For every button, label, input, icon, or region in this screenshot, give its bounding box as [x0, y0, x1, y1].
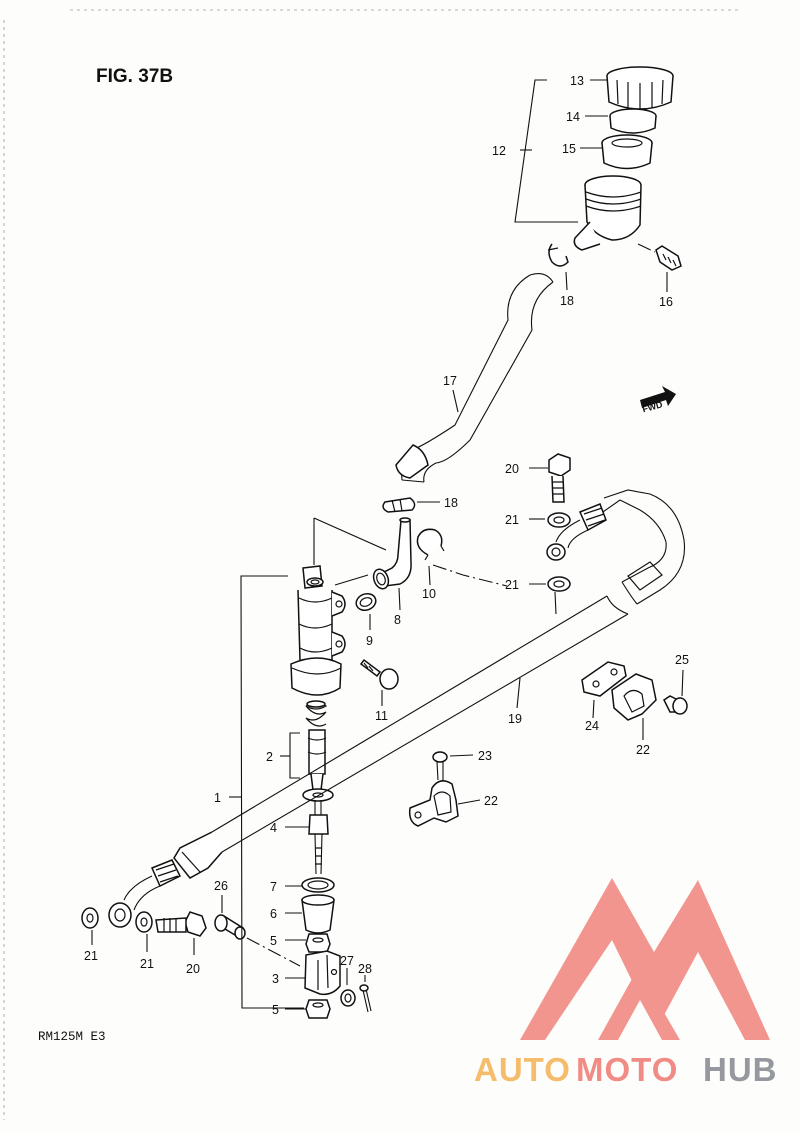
callout-4: 4: [270, 821, 277, 835]
watermark-hub: HUB: [703, 1051, 778, 1088]
callout-16: 16: [659, 295, 673, 309]
guide-bolt-25: [663, 695, 688, 715]
callout-6: 6: [270, 907, 277, 921]
callout-21: 21: [505, 513, 519, 527]
callout-28: 28: [358, 962, 372, 976]
callout-15: 15: [562, 142, 576, 156]
callout-1: 1: [214, 791, 221, 805]
callout-5: 5: [270, 934, 277, 948]
callout-3: 3: [272, 972, 279, 986]
brake-hose: [173, 489, 686, 879]
callout-9: 9: [366, 634, 373, 648]
lower-banjo-fitting: [108, 859, 182, 928]
callout-21: 21: [84, 949, 98, 963]
group-bracket-2: [289, 732, 300, 779]
circlip-10: [416, 528, 445, 561]
callout-17: 17: [443, 374, 457, 388]
callout-11: 11: [375, 709, 388, 723]
reservoir-diaphragm-plate: [609, 108, 657, 134]
callout-21: 21: [140, 957, 154, 971]
cotter-pin-28: [359, 984, 372, 1013]
callout-20: 20: [186, 962, 200, 976]
callout-27: 27: [340, 954, 354, 968]
callout-12: 12: [492, 144, 506, 158]
union-bolt-upper: [548, 453, 571, 503]
snap-ring-7: [301, 877, 335, 893]
callout-22: 22: [636, 743, 650, 757]
push-rod: [308, 800, 329, 875]
callout-10: 10: [422, 587, 436, 601]
callout-26: 26: [214, 879, 228, 893]
locknut-lower: [305, 999, 331, 1019]
return-spring: [305, 700, 328, 727]
group-bracket-1: [240, 575, 304, 1009]
model-code: RM125M E3: [38, 1030, 106, 1044]
callout-2: 2: [266, 750, 273, 764]
callout-21: 21: [505, 578, 519, 592]
callout-18: 18: [560, 294, 574, 308]
inlet-fitting: [372, 517, 412, 590]
union-bolt-lower: [155, 911, 207, 937]
boot-6: [301, 894, 335, 934]
pushrod-washer: [302, 788, 334, 802]
hose-guide-lower: [408, 780, 459, 827]
piston: [307, 729, 327, 791]
watermark-logo: AUTO MOTO HUB: [474, 878, 778, 1088]
reservoir-tank: [573, 175, 642, 251]
callout-25: 25: [675, 653, 689, 667]
guide-plate-24: [581, 661, 627, 697]
reservoir-diaphragm: [601, 134, 653, 170]
group-bracket-12: [514, 79, 578, 223]
callout-14: 14: [566, 110, 580, 124]
hose-clamp: [547, 243, 569, 267]
fwd-arrow-icon: FWD: [640, 386, 676, 414]
washer-21-b: [547, 576, 571, 592]
washer-21-c: [81, 907, 99, 929]
watermark-moto: MOTO: [576, 1051, 678, 1088]
master-cylinder-body: [290, 565, 346, 696]
watermark-auto: AUTO: [474, 1051, 571, 1088]
guide-screw-23: [432, 751, 448, 781]
reservoir-bolt: [655, 245, 682, 271]
callout-24: 24: [585, 719, 599, 733]
washer-21-a: [547, 512, 571, 528]
hose-clamp-lower: [382, 497, 416, 513]
callout-8: 8: [394, 613, 401, 627]
callout-22: 22: [484, 794, 498, 808]
mounting-bolt-11: [359, 658, 399, 690]
callout-18: 18: [444, 496, 458, 510]
o-ring-9: [355, 592, 377, 612]
figure-title: FIG. 37B: [96, 66, 173, 87]
callout-19: 19: [508, 712, 522, 726]
reservoir-bolt-leader: [637, 243, 656, 253]
washer-21-d: [135, 911, 153, 933]
callout-23: 23: [478, 749, 492, 763]
callout-7: 7: [270, 880, 277, 894]
callout-20: 20: [505, 462, 519, 476]
clevis-3: [304, 950, 341, 996]
reservoir-hose: [401, 274, 531, 481]
reservoir-cap: [606, 66, 674, 110]
clevis-washer-27: [340, 989, 356, 1007]
upper-banjo-fitting: [546, 503, 607, 561]
callout-5: 5: [272, 1003, 279, 1017]
clevis-pin-26: [214, 914, 246, 940]
locknut-upper: [305, 933, 331, 953]
guide-clamp-22: [611, 673, 657, 721]
callout-13: 13: [570, 74, 584, 88]
